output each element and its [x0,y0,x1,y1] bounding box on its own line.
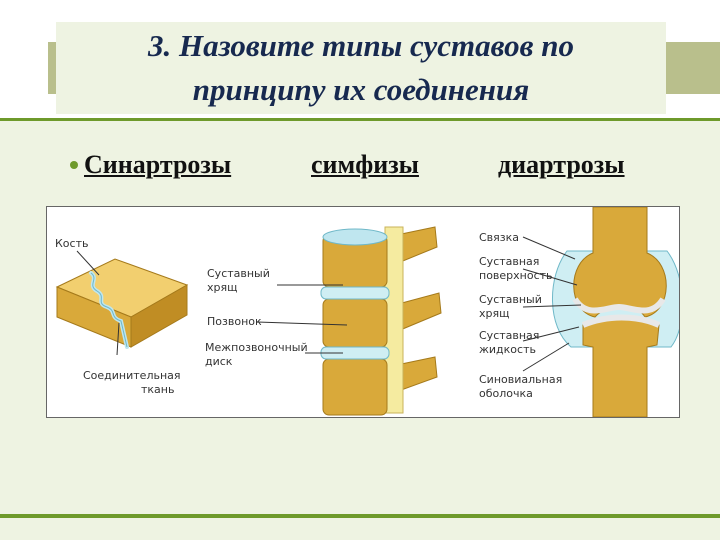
label-fluid-b: жидкость [479,343,536,356]
term-diarthrosis: диартрозы [498,150,625,179]
symphysis-figure: Суставный хрящ Позвонок Межпозвоночный д… [205,226,442,416]
label-disc-b: диск [205,355,233,368]
label-fluid-a: Суставная [479,329,539,342]
label-connective-tissue-1: Соединительная [83,369,181,382]
label-synovial-b: оболочка [479,387,533,400]
joints-svg: Кость Соединительная ткань Сустав [55,207,679,417]
lower-bone [582,317,660,417]
term-synarthrosis: Синартрозы [84,150,232,179]
bullet-icon [70,161,78,169]
label-cartilage-1b: хрящ [207,281,237,294]
label-synovial-a: Синовиальная [479,373,562,386]
label-vertebra: Позвонок [207,315,262,328]
label-ligament: Связка [479,231,519,244]
label-cartilage-1a: Суставный [207,267,270,280]
upper-bone [573,207,667,318]
bone-plate-side [130,284,188,348]
joint-types-line: Синартрозы симфизы диартрозы [70,150,710,190]
diarthrosis-figure: Связка Суставная поверхность Суставный х… [479,207,679,417]
label-joint-cartilage-b: хрящ [479,307,509,320]
intervertebral-disc-1 [320,286,390,300]
term-symphysis: симфизы [311,150,419,179]
label-connective-tissue-2: ткань [141,383,174,396]
synarthrosis-figure: Кость Соединительная ткань [55,237,189,396]
slide-title: 3. Назовите типы суставов по принципу их… [148,28,574,107]
title-box [56,22,666,114]
header-divider [0,118,720,121]
label-surface-a: Суставная [479,255,539,268]
vertebra-body-3 [322,358,388,416]
label-joint-cartilage-a: Суставный [479,293,542,306]
label-surface-b: поверхность [479,269,553,282]
label-bone: Кость [55,237,88,250]
label-disc-a: Межпозвоночный [205,341,308,354]
joints-illustration: Кость Соединительная ткань Сустав [46,206,680,418]
decor-bar-right [664,42,720,94]
footer-divider [0,514,720,518]
vertebra-body-2 [322,298,388,348]
